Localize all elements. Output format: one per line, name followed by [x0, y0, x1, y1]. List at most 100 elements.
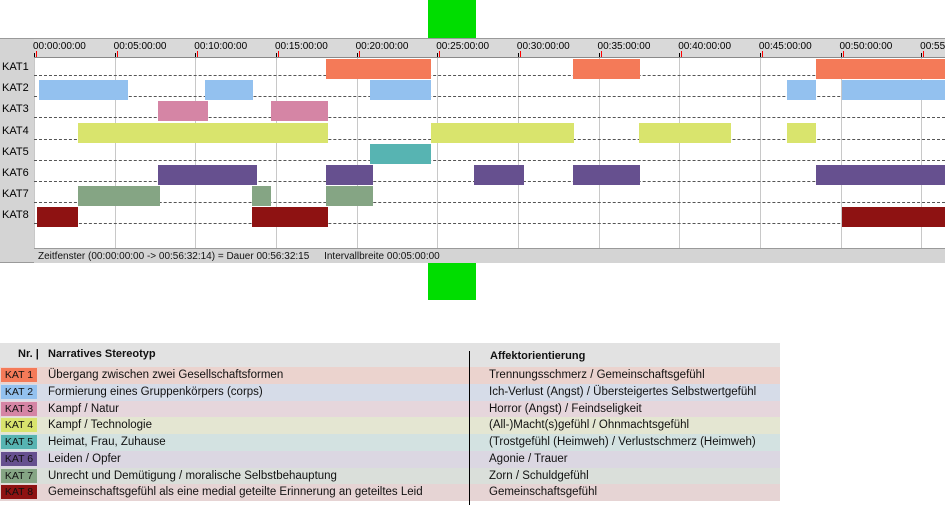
- grid-line: [356, 58, 358, 248]
- segment-kat1[interactable]: [572, 59, 641, 79]
- tick-red-mark: [439, 51, 441, 57]
- segment-kat2[interactable]: [369, 80, 431, 101]
- grid-line: [517, 58, 519, 248]
- legend-kat-swatch: KAT 2: [1, 384, 37, 399]
- tick-mark: [356, 53, 358, 57]
- segment-kat4[interactable]: [430, 122, 575, 143]
- tick-red-mark: [358, 51, 360, 57]
- legend-header-stereotyp: Narratives Stereotyp: [48, 348, 156, 360]
- grid-line: [598, 58, 600, 248]
- tick-red-mark: [277, 51, 279, 57]
- row-label-kat5: KAT5: [2, 145, 29, 158]
- legend-stereotyp: Gemeinschaftsgefühl als eine medial gete…: [48, 486, 423, 499]
- legend-row: KAT 5 Heimat, Frau, Zuhause (Trostgefühl (…: [0, 434, 780, 451]
- playhead-marker-bottom[interactable]: [428, 263, 476, 300]
- tick-label: 00:50:00:00: [839, 41, 893, 52]
- legend-affekt: Horror (Angst) / Feindseligkeit: [489, 402, 642, 415]
- segment-kat6[interactable]: [474, 165, 525, 185]
- tick-mark: [114, 53, 116, 57]
- segment-kat6[interactable]: [158, 165, 257, 185]
- legend-stereotyp: Kampf / Natur: [48, 402, 119, 415]
- legend-affekt: Agonie / Trauer: [489, 452, 568, 465]
- legend-header: Nr. | Narratives Stereotyp Affektorienti…: [0, 343, 780, 367]
- segment-kat5[interactable]: [369, 143, 431, 164]
- status-window: Zeitfenster (00:00:00:00 -> 00:56:32:14)…: [38, 251, 310, 262]
- segment-kat6[interactable]: [325, 165, 373, 185]
- segment-kat4[interactable]: [638, 122, 731, 143]
- row-label-kat1: KAT1: [2, 61, 29, 73]
- row-label-kat2: KAT2: [2, 82, 29, 95]
- tick-mark: [840, 53, 842, 57]
- tick-label: 00:15:00:00: [274, 41, 328, 52]
- status-interval: Intervallbreite 00:05:00:00: [324, 251, 440, 262]
- legend-kat-swatch: KAT 4: [1, 418, 37, 433]
- segment-kat8[interactable]: [37, 207, 78, 228]
- grid-line: [34, 58, 35, 248]
- legend-affekt: Trennungsschmerz / Gemeinschaftsgefühl: [489, 369, 705, 381]
- segment-kat7[interactable]: [325, 186, 373, 207]
- segment-kat6[interactable]: [816, 165, 945, 185]
- segment-kat2[interactable]: [787, 80, 817, 101]
- grid-line: [195, 58, 197, 248]
- legend-stereotyp: Unrecht und Demütigung / moralische Selb…: [48, 469, 337, 482]
- tick-red-mark: [681, 51, 683, 57]
- tick-red-mark: [519, 51, 521, 57]
- tick-mark: [195, 53, 197, 57]
- tick-mark: [34, 53, 35, 57]
- row-baseline: [34, 117, 945, 119]
- legend-row: KAT 6 Leiden / Opfer Agonie / Trauer: [0, 450, 780, 468]
- segment-kat3[interactable]: [158, 101, 209, 122]
- row-label-kat6: KAT6: [2, 167, 29, 179]
- row-baseline: [34, 202, 945, 204]
- legend-stereotyp: Heimat, Frau, Zuhause: [48, 436, 166, 448]
- tick-red-mark: [116, 51, 118, 57]
- segment-kat2[interactable]: [842, 80, 945, 101]
- legend-column-divider: [469, 351, 470, 505]
- tick-red-mark: [761, 51, 763, 57]
- tick-label: 00:20:00:00: [355, 41, 409, 52]
- segment-kat1[interactable]: [816, 59, 945, 79]
- grid-line: [921, 58, 923, 248]
- segment-kat6[interactable]: [572, 165, 641, 185]
- row-label-kat4: KAT4: [2, 124, 29, 137]
- legend-affekt: Zorn / Schuldgefühl: [489, 469, 589, 482]
- tick-mark: [598, 53, 600, 57]
- segment-kat7[interactable]: [77, 186, 160, 207]
- legend-stereotyp: Übergang zwischen zwei Gesellschaftsform…: [48, 369, 284, 381]
- tick-label: 00:30:00:00: [516, 41, 570, 52]
- tick-label: 00:10:00:00: [194, 41, 248, 52]
- legend-stereotyp: Leiden / Opfer: [48, 452, 121, 465]
- tick-red-mark: [600, 51, 602, 57]
- tick-mark: [759, 53, 761, 57]
- segment-kat8[interactable]: [251, 207, 328, 228]
- legend-stereotyp: Formierung eines Gruppenkörpers (corps): [48, 385, 263, 398]
- segment-kat4[interactable]: [77, 122, 328, 143]
- legend-kat-swatch: KAT 3: [1, 401, 37, 416]
- segment-kat3[interactable]: [271, 101, 328, 122]
- segment-kat4[interactable]: [787, 122, 817, 143]
- tick-label: 00:35:00:00: [597, 41, 651, 52]
- legend-kat-swatch: KAT 6: [1, 451, 37, 466]
- row-baseline: [34, 75, 945, 76]
- tick-mark: [921, 53, 923, 57]
- segment-kat2[interactable]: [38, 80, 128, 101]
- playhead-marker-top[interactable]: [428, 0, 476, 38]
- row-baseline: [34, 96, 945, 98]
- grid-line: [679, 58, 681, 248]
- segment-kat2[interactable]: [204, 80, 254, 101]
- legend-affekt: (Trostgefühl (Heimweh) / Verlustschmerz …: [489, 436, 756, 448]
- legend-header-nr: Nr. |: [18, 348, 39, 360]
- legend-kat-swatch: KAT 7: [1, 468, 37, 483]
- segment-kat8[interactable]: [842, 207, 945, 228]
- legend-kat-swatch: KAT 5: [1, 435, 37, 449]
- tick-label: 00:40:00:00: [678, 41, 732, 52]
- timeline-plot[interactable]: [34, 57, 945, 248]
- segment-kat7[interactable]: [251, 186, 272, 207]
- segment-kat1[interactable]: [325, 59, 431, 79]
- tick-red-mark: [842, 51, 844, 57]
